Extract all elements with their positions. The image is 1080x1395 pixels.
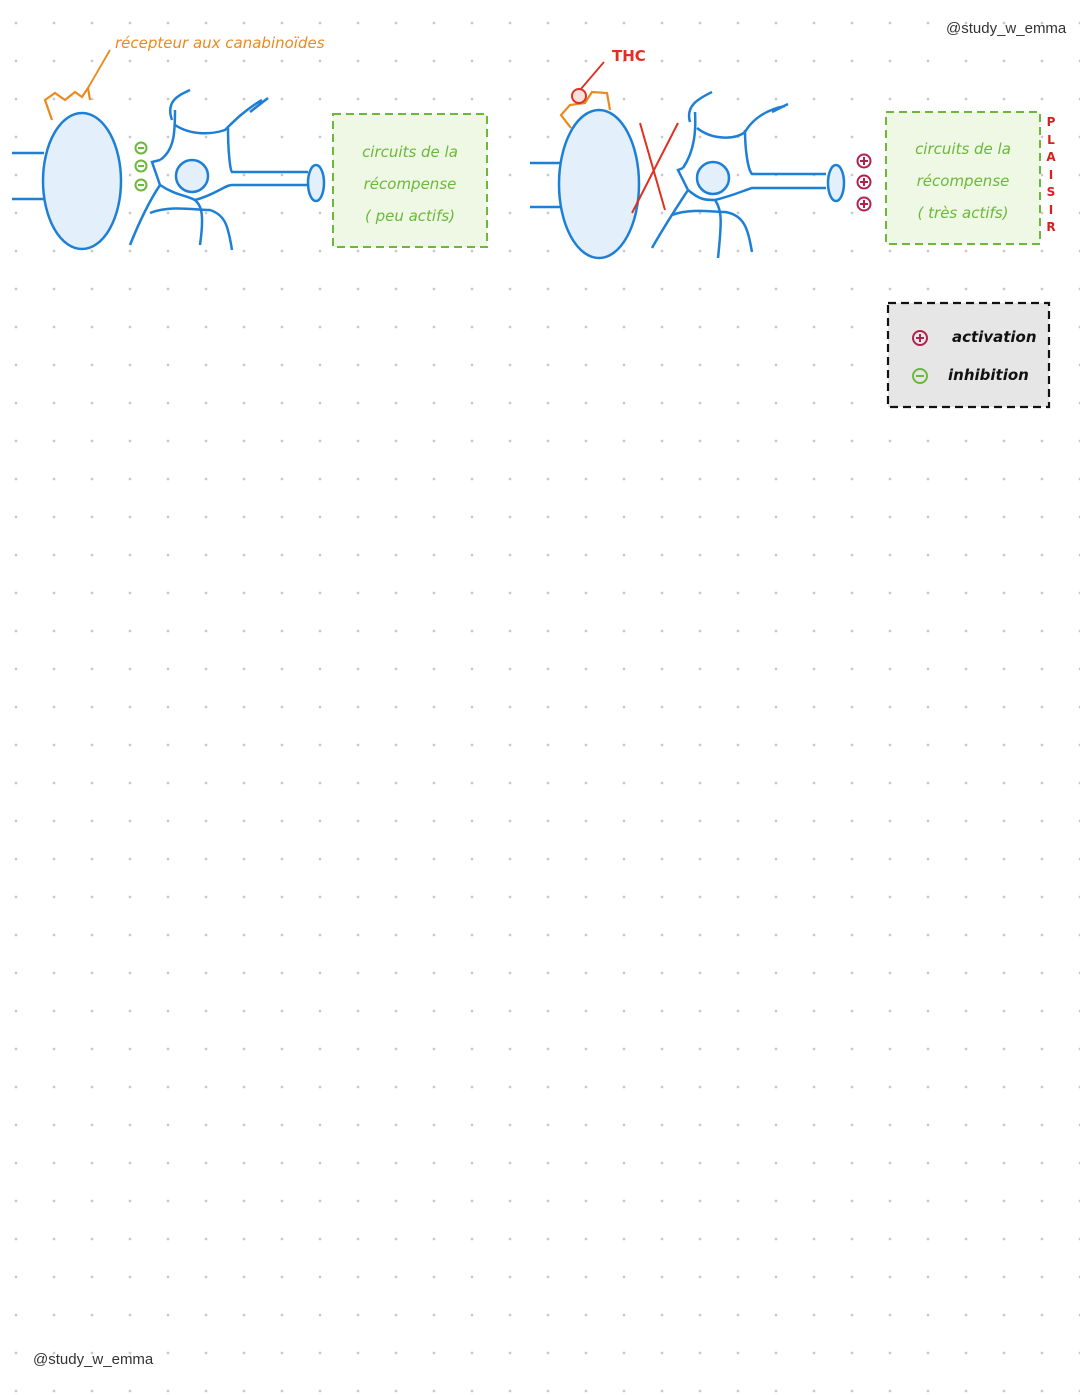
left-cannabinoid-receptor bbox=[43, 85, 92, 121]
right-reward-box bbox=[885, 111, 1041, 245]
plaisir-vertical-label: P L A I S I R bbox=[1044, 114, 1058, 237]
watermark-bottom: @study_w_emma bbox=[33, 1351, 154, 1368]
left-inhibition-signs bbox=[134, 141, 148, 192]
right-neuron-presynaptic bbox=[530, 108, 641, 260]
letter: S bbox=[1046, 185, 1056, 199]
right-cannabinoid-receptor bbox=[559, 90, 612, 129]
thc-leader bbox=[579, 61, 605, 91]
legend-inhibition-icon bbox=[912, 368, 928, 384]
legend-activation-icon bbox=[912, 330, 928, 346]
box-line: circuits de la bbox=[362, 143, 458, 161]
left-neuron-postsynaptic bbox=[128, 88, 326, 251]
letter: R bbox=[1046, 220, 1056, 234]
legend-box bbox=[886, 301, 1051, 409]
letter: A bbox=[1046, 150, 1056, 164]
legend-activation-label: activation bbox=[952, 328, 1037, 346]
box-line: récompense bbox=[916, 172, 1010, 190]
right-reward-box-text: circuits de la récompense ( très actifs) bbox=[886, 133, 1040, 229]
box-line: circuits de la bbox=[915, 140, 1011, 158]
right-activation-signs bbox=[856, 153, 872, 212]
legend-inhibition-label: inhibition bbox=[948, 366, 1029, 384]
left-neuron-presynaptic bbox=[12, 111, 123, 251]
right-neuron-postsynaptic bbox=[650, 90, 846, 259]
letter: L bbox=[1047, 132, 1055, 147]
thc-label: THC bbox=[612, 47, 646, 65]
blocked-cross-icon bbox=[631, 122, 679, 214]
letter: P bbox=[1046, 115, 1056, 129]
box-line: ( très actifs) bbox=[917, 204, 1009, 222]
box-line: ( peu actifs) bbox=[364, 207, 456, 225]
left-reward-box-text: circuits de la récompense ( peu actifs) bbox=[333, 136, 487, 232]
thc-molecule bbox=[571, 88, 587, 104]
letter: I bbox=[1048, 202, 1054, 217]
box-line: récompense bbox=[363, 175, 457, 193]
watermark-top: @study_w_emma bbox=[946, 20, 1067, 37]
left-receptor-leader bbox=[87, 49, 111, 89]
left-reward-box bbox=[332, 113, 488, 248]
receptor-label: récepteur aux canabinoïdes bbox=[115, 34, 325, 52]
letter: I bbox=[1048, 167, 1054, 182]
